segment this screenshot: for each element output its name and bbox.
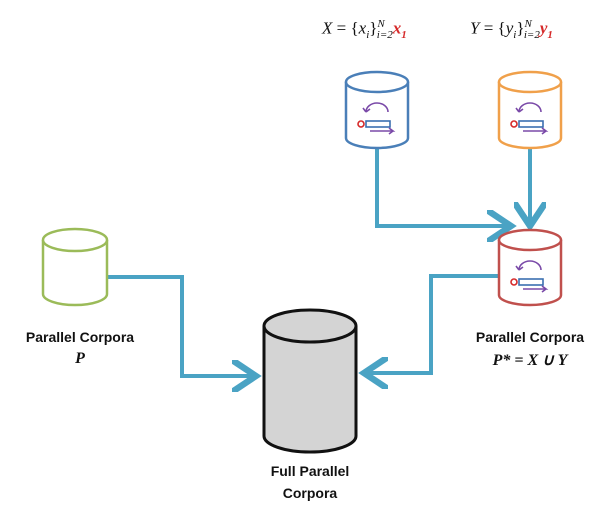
y-database-icon: [497, 70, 563, 150]
translate-arrows-icon: [510, 260, 549, 293]
x-set-formula: X = {xi}Ni=2x1: [322, 18, 407, 42]
x-database-icon: [344, 70, 410, 150]
node-title: Parallel Corpora: [475, 329, 585, 345]
full-line1: Full Parallel: [270, 463, 350, 479]
arrow-x-to-pstar: [375, 148, 507, 226]
arrow-p-to-full: [108, 275, 252, 376]
translate-arrows-icon: [357, 102, 396, 135]
y-set-formula: Y = {yi}Ni=2y1: [470, 18, 553, 42]
parallel-corpora-pstar-label: Parallel Corpora: [450, 326, 606, 348]
parallel-corpora-p-label: Parallel Corpora: [10, 326, 150, 348]
full-database-icon: [262, 308, 358, 454]
full-parallel-corpora-label: Full Parallel Corpora: [230, 460, 390, 504]
pstar-database-icon: [497, 228, 563, 307]
node-title: Parallel Corpora: [25, 329, 135, 345]
full-line2: Corpora: [282, 485, 338, 501]
pstar-symbol: P* = X ∪ Y: [492, 352, 568, 369]
translate-arrows-icon: [510, 102, 549, 135]
p-database-icon: [41, 227, 109, 307]
p-symbol: P: [75, 350, 85, 367]
arrow-pstar-to-full: [368, 274, 505, 373]
